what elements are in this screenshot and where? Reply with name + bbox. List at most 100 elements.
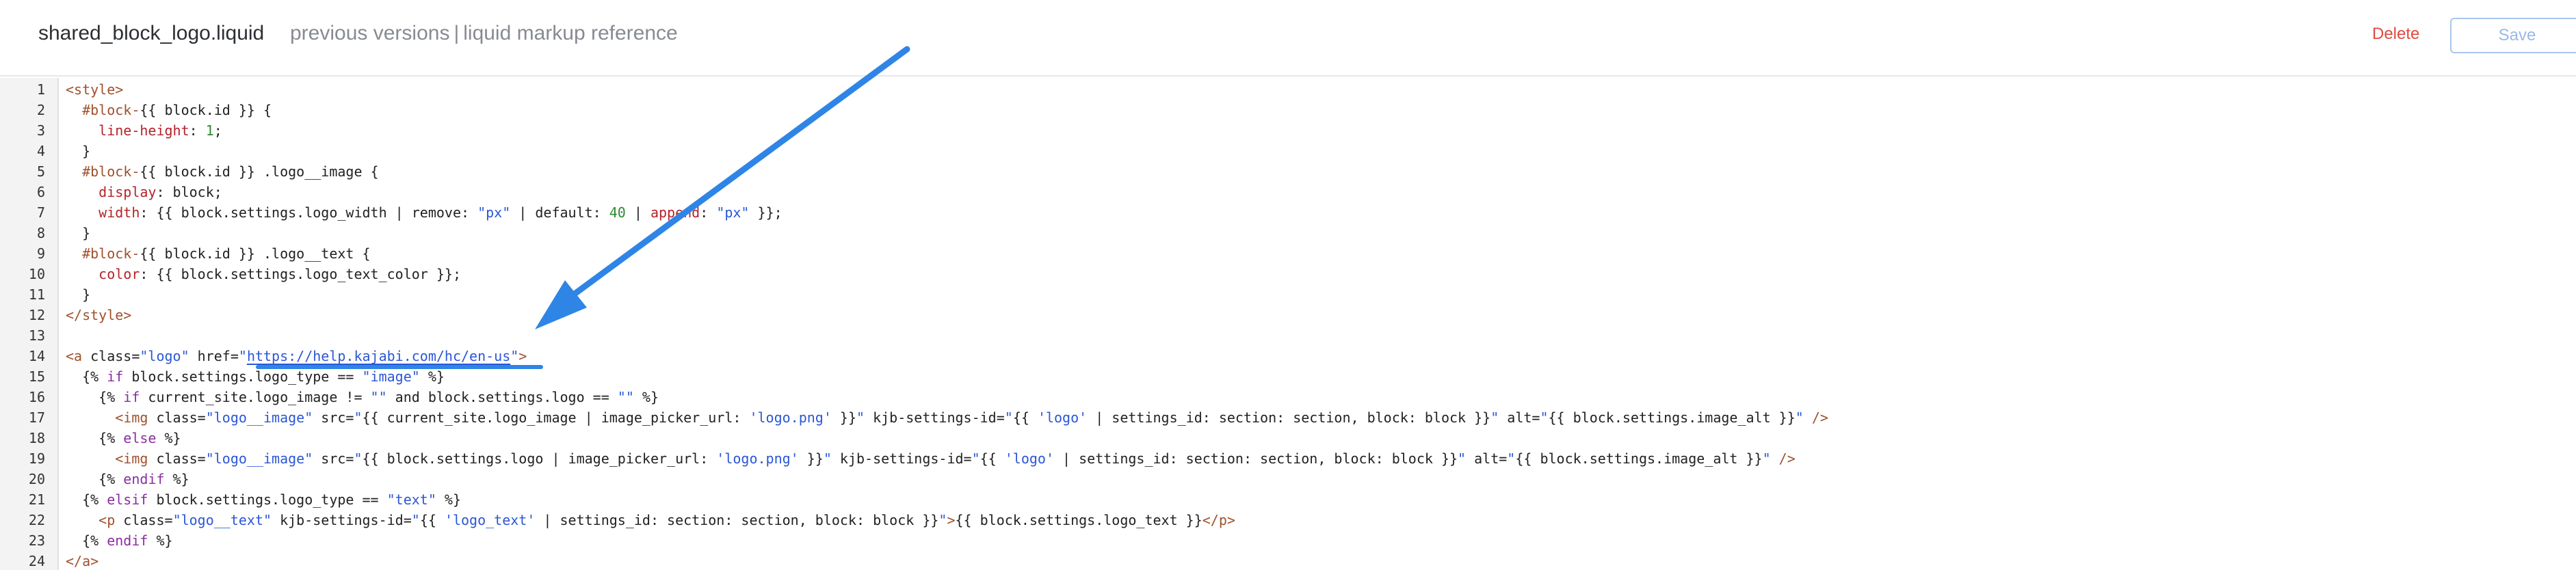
code-text[interactable]: line-height: 1; — [66, 120, 222, 141]
code-token: | — [625, 204, 650, 221]
code-text[interactable]: } — [66, 141, 90, 161]
code-text[interactable]: #block-{{ block.id }} { — [66, 100, 272, 120]
code-token: }}; — [749, 204, 783, 221]
code-line[interactable]: 24</a> — [0, 551, 2576, 570]
code-text[interactable]: <a class="logo" href="https://help.kajab… — [66, 346, 527, 366]
code-token: %} — [419, 368, 445, 385]
code-token: "" — [617, 389, 634, 405]
code-line[interactable]: 6 display: block; — [0, 182, 2576, 202]
code-text[interactable]: {% elsif block.settings.logo_type == "te… — [66, 489, 461, 510]
code-text[interactable]: {% endif %} — [66, 530, 173, 551]
code-token: /> — [1770, 450, 1796, 467]
code-text[interactable]: color: {{ block.settings.logo_text_color… — [66, 264, 461, 284]
code-token: {{ current_site.logo_image | image_picke… — [362, 409, 750, 426]
code-token: {% — [66, 532, 107, 549]
code-token: {{ block.settings.image_alt }} — [1548, 409, 1796, 426]
code-token — [66, 102, 82, 118]
code-line[interactable]: 23 {% endif %} — [0, 530, 2576, 551]
code-line[interactable]: 3 line-height: 1; — [0, 120, 2576, 141]
header-links: previous versions|liquid markup referenc… — [290, 22, 678, 45]
code-token: {{ block.id }} { — [140, 102, 272, 118]
code-line[interactable]: 11 } — [0, 284, 2576, 305]
code-text[interactable]: {% endif %} — [66, 469, 189, 489]
code-text[interactable]: #block-{{ block.id }} .logo__text { — [66, 243, 370, 264]
code-token: if — [123, 389, 140, 405]
code-line[interactable]: 4 } — [0, 141, 2576, 161]
code-token: {% — [66, 471, 124, 487]
line-number: 4 — [36, 143, 45, 159]
line-number: 16 — [28, 389, 45, 405]
code-text[interactable]: <img class="logo__image" src="{{ block.s… — [66, 448, 1796, 469]
code-line[interactable]: 18 {% else %} — [0, 428, 2576, 448]
code-text[interactable]: #block-{{ block.id }} .logo__image { — [66, 161, 379, 182]
code-text[interactable]: } — [66, 223, 90, 243]
code-token: </a> — [66, 553, 99, 569]
code-text[interactable]: {% if current_site.logo_image != "" and … — [66, 387, 659, 407]
code-text[interactable]: <p class="logo__text" kjb-settings-id="{… — [66, 510, 1235, 530]
code-token: </p> — [1202, 512, 1235, 528]
code-area[interactable]: 1<style>2 #block-{{ block.id }} {3 line-… — [0, 78, 2576, 570]
code-line[interactable]: 20 {% endif %} — [0, 469, 2576, 489]
code-line[interactable]: 2 #block-{{ block.id }} { — [0, 100, 2576, 120]
code-text[interactable]: <style> — [66, 79, 123, 100]
code-line[interactable]: 13 — [0, 325, 2576, 346]
code-token: } — [66, 143, 91, 159]
code-line[interactable]: 8 } — [0, 223, 2576, 243]
line-number: 10 — [28, 266, 45, 282]
code-text[interactable]: </a> — [66, 551, 98, 570]
code-token: class= — [148, 450, 206, 467]
liquid-markup-reference-link[interactable]: liquid markup reference — [463, 22, 678, 44]
code-token: "px" — [716, 204, 750, 221]
code-text[interactable]: {% if block.settings.logo_type == "image… — [66, 366, 445, 387]
code-text[interactable]: } — [66, 284, 90, 305]
line-number: 5 — [36, 163, 45, 180]
code-line[interactable]: 1<style> — [0, 79, 2576, 100]
code-line[interactable]: 22 <p class="logo__text" kjb-settings-id… — [0, 510, 2576, 530]
code-line[interactable]: 15 {% if block.settings.logo_type == "im… — [0, 366, 2576, 387]
editor-header: shared_block_logo.liquid previous versio… — [0, 0, 2576, 77]
code-text[interactable]: </style> — [66, 305, 131, 325]
code-token: width — [98, 204, 140, 221]
code-text[interactable]: width: {{ block.settings.logo_width | re… — [66, 202, 783, 223]
href-url-text: https://help.kajabi.com/hc/en-us — [246, 348, 511, 364]
line-number: 17 — [28, 409, 45, 426]
code-line[interactable]: 7 width: {{ block.settings.logo_width | … — [0, 202, 2576, 223]
code-editor[interactable]: 1<style>2 #block-{{ block.id }} {3 line-… — [0, 78, 2576, 570]
code-line[interactable]: 10 color: {{ block.settings.logo_text_co… — [0, 264, 2576, 284]
line-number: 22 — [28, 512, 45, 528]
code-token: " — [1795, 409, 1804, 426]
code-token: ; — [213, 122, 222, 139]
code-token: current_site.logo_image != — [140, 389, 371, 405]
code-token: <img — [115, 450, 148, 467]
code-token: append — [650, 204, 700, 221]
code-token: " — [411, 512, 420, 528]
code-token: and block.settings.logo == — [386, 389, 618, 405]
code-token: " — [823, 450, 832, 467]
code-line[interactable]: 17 <img class="logo__image" src="{{ curr… — [0, 407, 2576, 428]
line-number: 3 — [36, 122, 45, 139]
line-number-gutter — [0, 78, 59, 570]
save-button[interactable]: Save — [2450, 18, 2576, 53]
code-token: "px" — [477, 204, 511, 221]
code-token: <p — [98, 512, 116, 528]
previous-versions-link[interactable]: previous versions — [290, 22, 450, 44]
code-line[interactable]: 12</style> — [0, 305, 2576, 325]
code-token: 'logo_text' — [444, 512, 536, 528]
delete-button[interactable]: Delete — [2372, 25, 2420, 43]
code-line[interactable]: 9 #block-{{ block.id }} .logo__text { — [0, 243, 2576, 264]
code-line[interactable]: 16 {% if current_site.logo_image != "" a… — [0, 387, 2576, 407]
code-token: color — [98, 266, 140, 282]
code-token: " — [856, 409, 865, 426]
code-line[interactable]: 5 #block-{{ block.id }} .logo__image { — [0, 161, 2576, 182]
code-text[interactable]: display: block; — [66, 182, 222, 202]
code-token: " — [1762, 450, 1771, 467]
code-token: {% — [66, 430, 124, 446]
code-line[interactable]: 21 {% elsif block.settings.logo_type == … — [0, 489, 2576, 510]
code-line[interactable]: 19 <img class="logo__image" src="{{ bloc… — [0, 448, 2576, 469]
code-text[interactable]: <img class="logo__image" src="{{ current… — [66, 407, 1828, 428]
code-line[interactable]: 14<a class="logo" href="https://help.kaj… — [0, 346, 2576, 366]
code-token: {{ block.settings.logo | image_picker_ur… — [362, 450, 717, 467]
line-number: 9 — [36, 245, 45, 262]
code-token: %} — [148, 532, 173, 549]
code-text[interactable]: {% else %} — [66, 428, 181, 448]
